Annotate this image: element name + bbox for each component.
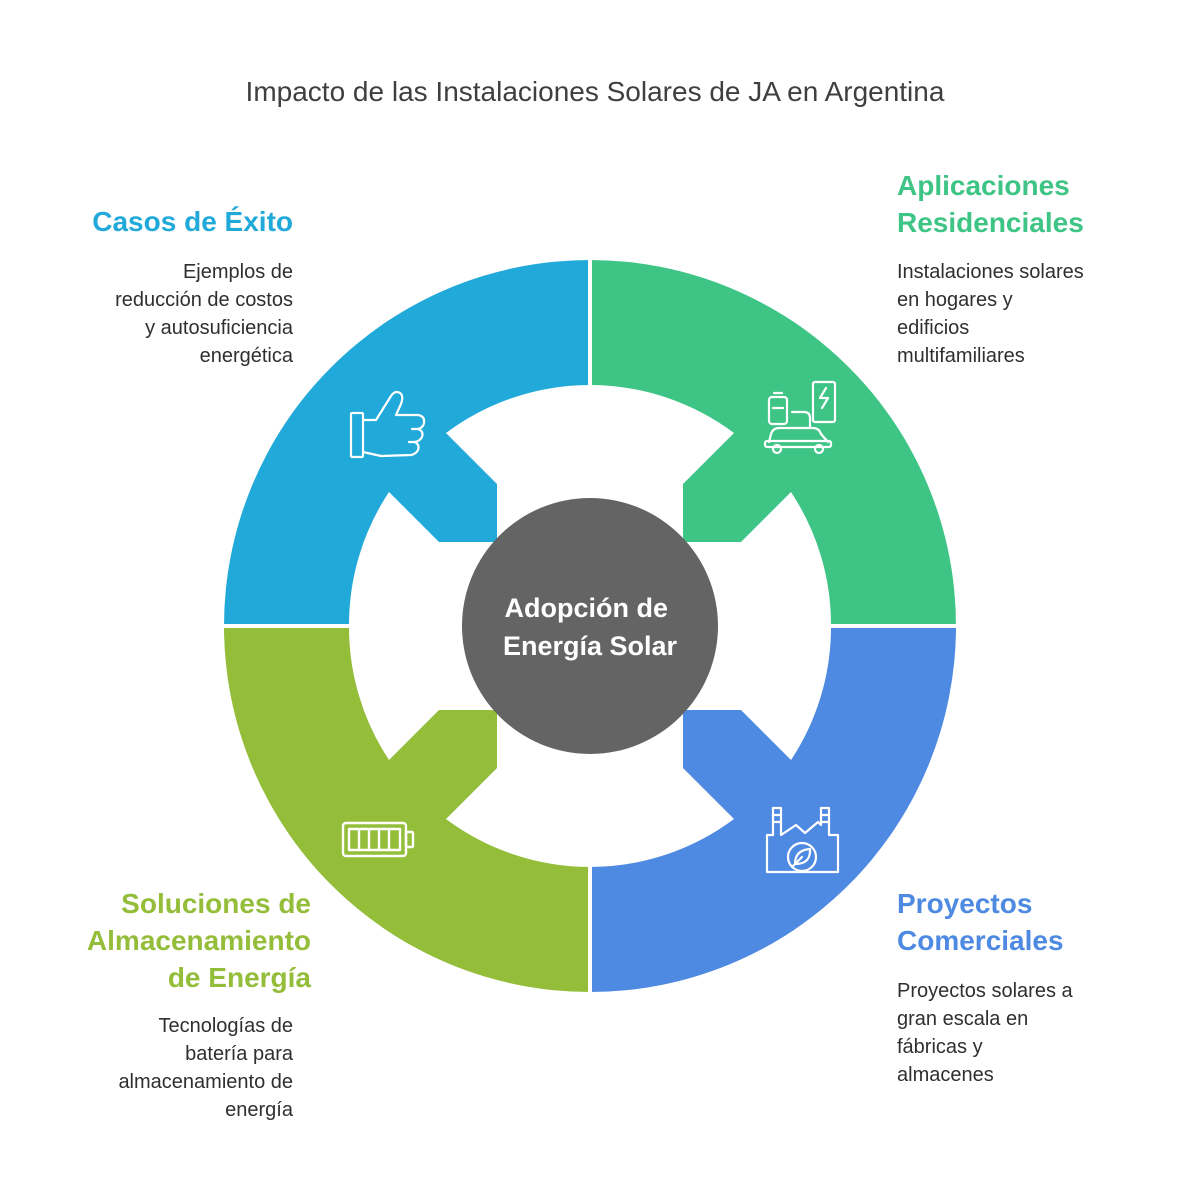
- center-label-line-1: Adopción de: [504, 593, 668, 623]
- success-heading: Casos de Éxito: [92, 203, 293, 240]
- storage-heading: Soluciones de Almacenamiento de Energía: [87, 885, 311, 996]
- ev-charging-car-icon: [763, 380, 837, 455]
- storage-desc-line-3: almacenamiento de: [118, 1071, 293, 1093]
- residential-heading-line-1: Aplicaciones: [897, 170, 1070, 201]
- page-title: Impacto de las Instalaciones Solares de …: [245, 76, 945, 107]
- residential-desc-line-3: edificios: [897, 317, 970, 339]
- storage-desc-line-1: Tecnologías de: [158, 1015, 293, 1037]
- eco-factory-icon: [765, 806, 840, 874]
- commercial-desc-line-2: gran escala en: [897, 1008, 1029, 1030]
- residential-heading: Aplicaciones Residenciales: [897, 167, 1084, 241]
- storage-heading-line-2: Almacenamiento: [86, 925, 311, 956]
- residential-desc-line-2: en hogares y: [897, 289, 1013, 311]
- success-description: Ejemplos de reducción de costos y autosu…: [115, 258, 293, 370]
- segment-success: [224, 260, 590, 626]
- residential-description: Instalaciones solares en hogares y edifi…: [897, 258, 1084, 370]
- commercial-description: Proyectos solares a gran escala en fábri…: [897, 977, 1073, 1089]
- commercial-heading-line-1: Proyectos: [897, 888, 1033, 919]
- commercial-heading-line-2: Comerciales: [897, 925, 1064, 956]
- storage-heading-line-3: de Energía: [167, 962, 311, 993]
- center-label-line-2: Energía Solar: [503, 631, 678, 661]
- center-hub: [462, 498, 718, 754]
- storage-heading-line-1: Soluciones de: [121, 888, 311, 919]
- success-desc-line-2: reducción de costos: [115, 289, 293, 311]
- storage-description: Tecnologías de batería para almacenamien…: [118, 1012, 293, 1124]
- residential-desc-line-1: Instalaciones solares: [897, 261, 1084, 283]
- residential-heading-line-2: Residenciales: [897, 207, 1084, 238]
- commercial-desc-line-4: almacenes: [897, 1064, 994, 1086]
- commercial-heading: Proyectos Comerciales: [897, 885, 1064, 959]
- segment-storage: [224, 626, 590, 992]
- segment-residential: [590, 260, 956, 626]
- thumbs-up-icon: [349, 390, 426, 459]
- commercial-desc-line-3: fábricas y: [897, 1036, 983, 1058]
- success-heading-line-1: Casos de Éxito: [92, 206, 293, 237]
- success-desc-line-1: Ejemplos de: [182, 261, 293, 283]
- residential-desc-line-4: multifamiliares: [897, 345, 1025, 367]
- commercial-desc-line-1: Proyectos solares a: [897, 980, 1073, 1002]
- success-desc-line-4: energética: [199, 345, 293, 367]
- success-desc-line-3: y autosuficiencia: [145, 317, 293, 339]
- storage-desc-line-2: batería para: [185, 1043, 293, 1065]
- storage-desc-line-4: energía: [225, 1099, 293, 1121]
- battery-icon: [341, 821, 415, 858]
- center-label: Adopción de Energía Solar: [503, 593, 678, 661]
